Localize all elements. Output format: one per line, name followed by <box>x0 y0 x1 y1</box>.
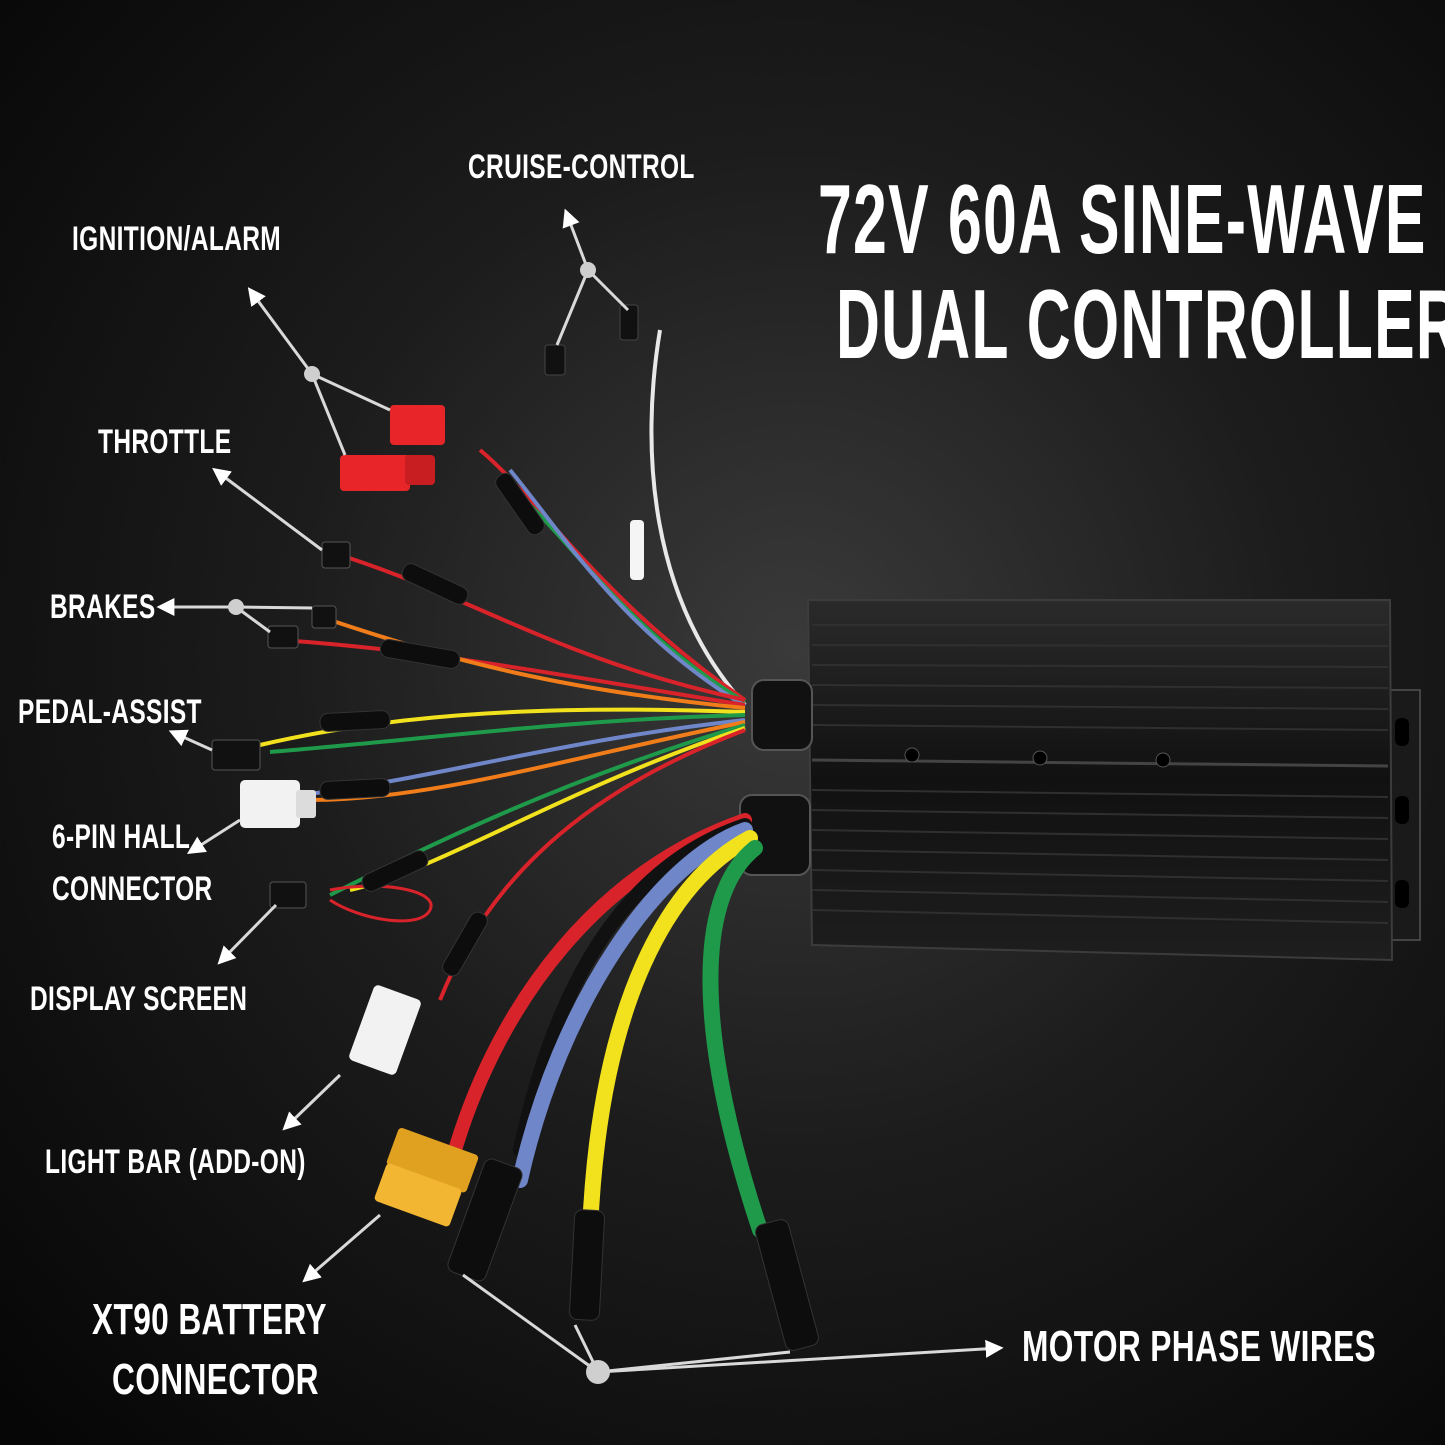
signal-wire-bundle <box>259 329 747 1001</box>
label-light-bar: LIGHT BAR (ADD-ON) <box>45 1143 306 1181</box>
throttle-connector <box>321 541 351 569</box>
controller-housing <box>739 599 1421 962</box>
label-hall-line2: CONNECTOR <box>52 870 213 908</box>
label-hall-line1: 6-PIN HALL <box>52 818 191 856</box>
label-throttle: THROTTLE <box>98 423 232 461</box>
label-ignition-alarm: IGNITION/ALARM <box>72 220 282 258</box>
cruise-connectors <box>544 304 644 580</box>
xt90-connector <box>374 1127 479 1227</box>
label-xt90-line2: CONNECTOR <box>112 1355 319 1404</box>
label-display-screen: DISPLAY SCREEN <box>30 980 248 1018</box>
label-xt90-line1: XT90 BATTERY <box>92 1295 327 1344</box>
callout-dots <box>228 262 610 1384</box>
power-wires <box>448 813 768 1238</box>
sleeves <box>319 472 545 977</box>
light-bar-connector <box>349 985 421 1075</box>
title-line-1: 72V 60A SINE-WAVE <box>818 164 1427 274</box>
hall-connector <box>240 780 316 828</box>
label-brakes: BRAKES <box>50 588 156 626</box>
label-motor-phase: MOTOR PHASE WIRES <box>1022 1322 1377 1371</box>
ignition-connectors <box>340 405 445 491</box>
label-pedal-assist: PEDAL-ASSIST <box>18 693 202 731</box>
label-cruise-control: CRUISE-CONTROL <box>468 148 695 186</box>
title-line-2: DUAL CONTROLLER <box>836 269 1445 379</box>
brake-connectors <box>267 605 337 649</box>
phase-terminals <box>447 1158 819 1351</box>
pedal-assist-connector <box>211 739 261 771</box>
display-connector <box>269 881 307 909</box>
